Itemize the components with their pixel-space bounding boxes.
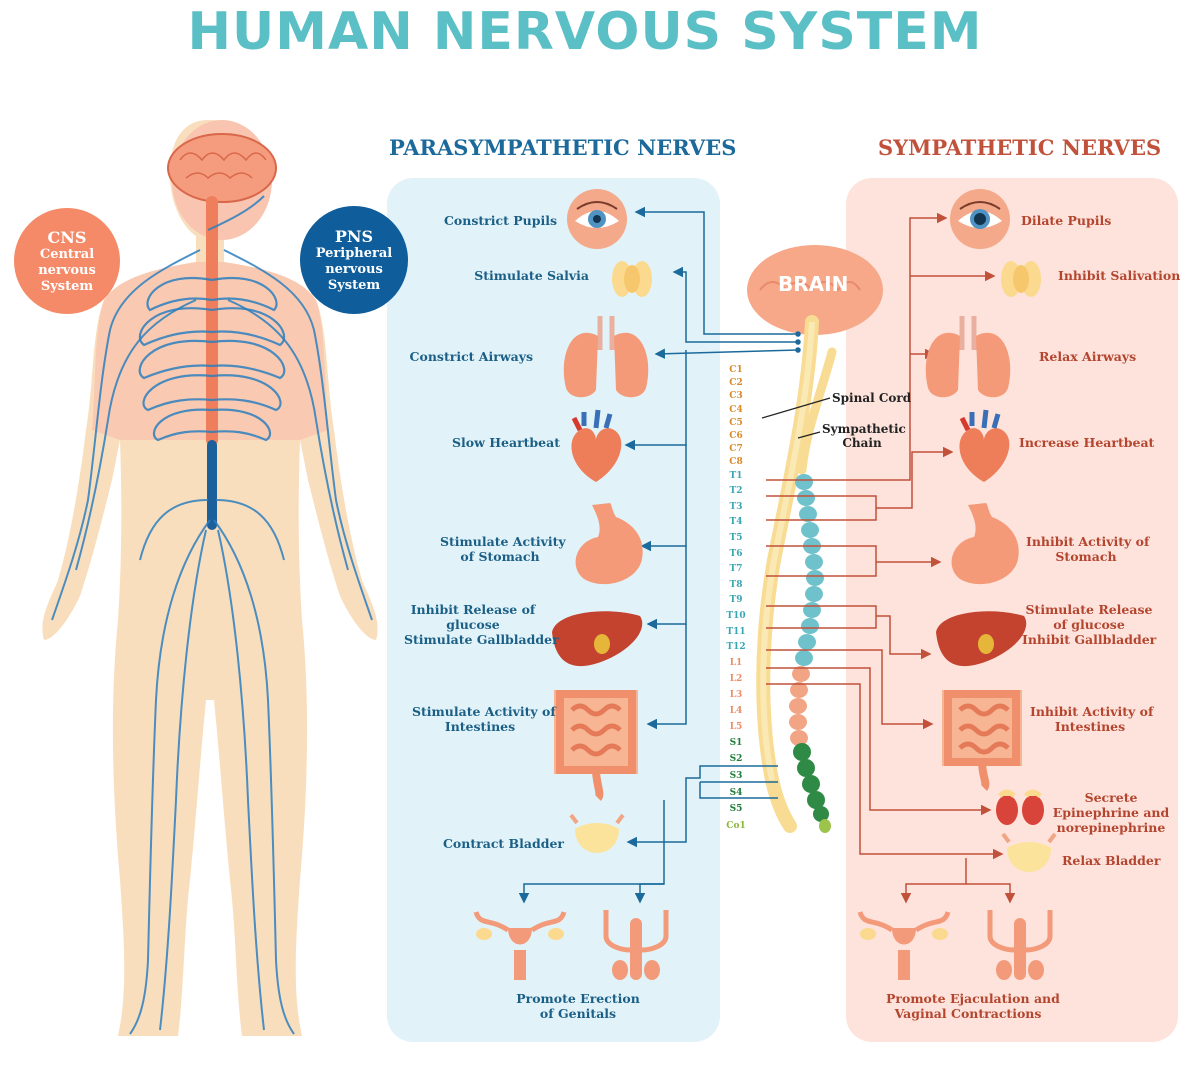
- segment-t7: T7: [729, 564, 743, 575]
- para-effect-label: Stimulate Salvia: [474, 268, 589, 283]
- para-effect-label: Constrict Pupils: [443, 213, 557, 228]
- segment-s4: S4: [729, 787, 743, 798]
- brain-label: BRAIN: [778, 272, 849, 296]
- symp-effect-label: Relax Airways: [1039, 349, 1137, 364]
- segment-t6: T6: [729, 548, 743, 559]
- segment-t12: T12: [726, 642, 746, 653]
- segment-c5: C5: [729, 417, 743, 428]
- symp-effect-label: Stimulate Release of glucose Inhibit Gal…: [1022, 602, 1157, 647]
- liver-icon: [936, 611, 1027, 667]
- segment-l4: L4: [729, 705, 743, 716]
- liver-icon: [552, 611, 643, 667]
- cns-badge: CNS Central nervous System: [14, 208, 120, 314]
- segment-c6: C6: [729, 431, 743, 441]
- symp-effect-label: Dilate Pupils: [1021, 213, 1112, 228]
- lungs-icon: [925, 316, 1011, 398]
- bladder-icon: [569, 813, 625, 853]
- symp-effect-label: Promote Ejaculation and Vaginal Contract…: [886, 991, 1060, 1021]
- segment-t1: T1: [729, 470, 743, 481]
- eye-icon: [950, 189, 1010, 249]
- female-reproductive-icon: [857, 911, 951, 980]
- segment-c2: C2: [729, 378, 743, 389]
- salivary-gland-icon: [1001, 261, 1041, 297]
- segment-t5: T5: [729, 533, 743, 543]
- page-title: HUMAN NERVOUS SYSTEM: [187, 2, 983, 62]
- eye-icon: [567, 189, 627, 249]
- intestines-icon: [942, 690, 1022, 791]
- symp-effect-label: Inhibit Activity of Intestines: [1030, 704, 1154, 734]
- segment-l2: L2: [729, 673, 743, 684]
- sympathetic-heading: SYMPATHETIC NERVES: [878, 135, 1162, 160]
- segment-t2: T2: [729, 486, 743, 497]
- symp-effect-label: Inhibit Activity of Stomach: [1026, 534, 1150, 564]
- pns-name: Peripheral nervous System: [315, 245, 393, 293]
- symp-effect-label: Secrete Epinephrine and norepinephrine: [1052, 790, 1170, 835]
- symp-effect-label: Relax Bladder: [1062, 853, 1161, 868]
- para-effect-label: Promote Erection of Genitals: [516, 991, 640, 1021]
- symp-effect-label: Inhibit Salivation: [1058, 268, 1181, 283]
- segment-s3: S3: [729, 771, 743, 781]
- para-effect-label: Stimulate Activity of Stomach: [440, 534, 566, 564]
- cns-name: Central nervous System: [38, 246, 96, 294]
- male-reproductive-icon: [603, 910, 669, 980]
- heart-icon: [571, 409, 622, 482]
- segment-s5: S5: [729, 804, 743, 815]
- spinal-cord-label: Spinal Cord: [832, 391, 912, 405]
- segment-c3: C3: [729, 391, 743, 402]
- segment-s1: S1: [729, 737, 743, 748]
- para-effect-label: Stimulate Activity of Intestines: [412, 704, 556, 734]
- bladder-icon: [1001, 832, 1057, 872]
- pns-badge: PNS Peripheral nervous System: [300, 206, 408, 314]
- parasympathetic-heading: PARASYMPATHETIC NERVES: [389, 135, 737, 160]
- heart-icon: [959, 409, 1010, 482]
- sympathetic-chain: [789, 347, 837, 833]
- cns-abbr: CNS: [47, 227, 87, 247]
- segment-t8: T8: [729, 579, 743, 590]
- stomach-icon: [951, 503, 1019, 585]
- para-effect-label: Slow Heartbeat: [451, 435, 560, 450]
- segment-t11: T11: [726, 626, 746, 637]
- intestines-icon: [554, 690, 638, 801]
- female-reproductive-icon: [473, 911, 567, 980]
- segment-t10: T10: [726, 611, 746, 621]
- segment-l3: L3: [729, 689, 743, 700]
- pns-abbr: PNS: [334, 226, 374, 246]
- lungs-icon: [563, 316, 649, 398]
- para-effect-label: Inhibit Release of glucose Stimulate Gal…: [404, 602, 559, 647]
- adrenal-glands-icon: [996, 789, 1044, 825]
- segment-c8: C8: [729, 457, 743, 468]
- sympathetic-chain-label: Sympathetic Chain: [822, 422, 906, 450]
- segment-l1: L1: [729, 657, 743, 668]
- segment-c1: C1: [729, 365, 743, 375]
- segment-t9: T9: [729, 595, 743, 606]
- para-effect-label: Constrict Airways: [409, 349, 533, 364]
- salivary-gland-icon: [612, 261, 652, 297]
- para-effect-label: Contract Bladder: [442, 836, 564, 851]
- segment-c7: C7: [729, 444, 743, 455]
- segment-t4: T4: [729, 517, 743, 528]
- stomach-icon: [575, 503, 643, 585]
- parasympathetic-panel: [387, 178, 720, 1042]
- segment-c4: C4: [729, 404, 743, 415]
- spinal-cord: [747, 245, 883, 833]
- segment-co1: Co1: [726, 820, 746, 831]
- human-body-figure: [42, 120, 378, 1036]
- symp-effect-label: Increase Heartbeat: [1019, 435, 1155, 450]
- male-reproductive-icon: [987, 910, 1053, 980]
- segment-s2: S2: [729, 754, 743, 765]
- segment-t3: T3: [729, 501, 743, 512]
- segment-l5: L5: [729, 721, 743, 732]
- brain-icon: [747, 245, 883, 335]
